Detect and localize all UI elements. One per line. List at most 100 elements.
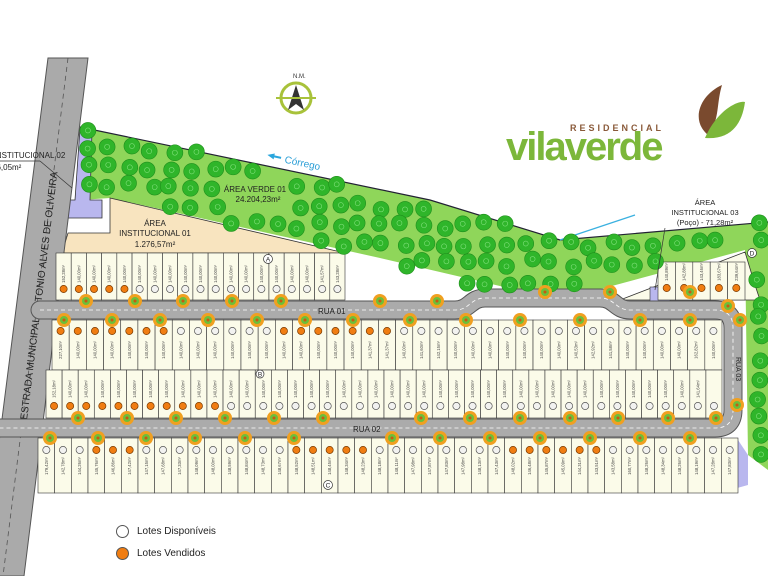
lot[interactable]: 148,11m² [387, 437, 405, 494]
lot[interactable]: 140,00m² [190, 369, 208, 419]
lot[interactable]: 148,84m² [237, 437, 255, 494]
lot[interactable]: 140,00m² [431, 369, 449, 419]
lot[interactable]: 147,28m² [704, 437, 722, 494]
lot[interactable]: 179,42m² [37, 437, 55, 494]
lot[interactable]: 148,59m² [221, 437, 239, 494]
lot[interactable]: 140,00m² [154, 319, 173, 371]
lot[interactable]: 141,64m² [689, 369, 707, 419]
lot[interactable]: 147,42m² [121, 437, 139, 494]
lot[interactable]: 140,00m² [292, 319, 310, 371]
lot[interactable]: 140,00m² [480, 369, 497, 419]
lot[interactable]: 147,98m² [404, 437, 422, 494]
lot[interactable]: 140,00m² [93, 369, 111, 419]
lot[interactable]: 140,00m² [532, 319, 551, 371]
lot[interactable] [705, 369, 723, 419]
lot[interactable]: 140,00m² [223, 252, 239, 301]
lot[interactable]: 140,00m² [625, 369, 642, 419]
lot[interactable]: 140,00m² [275, 319, 293, 371]
lot[interactable]: 148,34m² [654, 437, 672, 494]
lot[interactable]: 140,00m² [652, 319, 671, 371]
lot[interactable]: 148,51m² [304, 437, 322, 494]
lot[interactable]: 140,00m² [171, 319, 190, 371]
lot[interactable]: 140,00m² [303, 369, 320, 419]
lot[interactable]: 140,00m² [496, 369, 514, 419]
lot[interactable]: 140,00m² [351, 369, 369, 419]
lot[interactable]: 140,00m² [238, 369, 256, 419]
lot[interactable]: 143,28m² [329, 252, 346, 301]
lot[interactable]: 140,00m² [103, 319, 122, 371]
lot[interactable]: 140,00m² [448, 369, 465, 419]
lot[interactable]: 141,37m² [360, 319, 379, 371]
lot[interactable]: 140,00m² [673, 369, 691, 419]
lot[interactable]: 148,02m² [504, 437, 522, 494]
lot[interactable]: 140,00m² [192, 252, 209, 301]
lot[interactable]: 140,00m² [399, 369, 417, 419]
lot[interactable]: 148,67m² [271, 437, 289, 494]
lot[interactable]: 140,00m² [544, 369, 562, 419]
lot[interactable]: 227,10m² [51, 319, 70, 371]
lot[interactable]: 148,26m² [671, 437, 689, 494]
lot[interactable]: 152,28m² [55, 252, 72, 301]
lot[interactable]: 148,13m² [471, 437, 489, 494]
lot[interactable]: 140,00m² [283, 252, 300, 301]
lot[interactable]: 147,83m² [721, 437, 739, 494]
lot[interactable]: 140,00m² [415, 369, 433, 419]
lot[interactable]: 140,00m² [515, 319, 534, 371]
lot[interactable]: 148,19m² [687, 437, 705, 494]
lot[interactable]: 145,09m² [554, 437, 572, 494]
lot[interactable]: 140,53m² [567, 319, 585, 371]
lot[interactable]: 140,00m² [68, 319, 87, 371]
lot[interactable]: 144,31m² [571, 437, 589, 494]
lot[interactable]: 140,00m² [222, 369, 240, 419]
lot[interactable]: 140,00m² [101, 252, 118, 301]
lot[interactable]: 140,00m² [319, 369, 337, 419]
lot[interactable]: 140,00m² [512, 369, 530, 419]
lot[interactable]: 148,52m² [287, 437, 305, 494]
lot[interactable]: 162,82m² [687, 319, 706, 371]
lot[interactable]: 140,00m² [70, 252, 87, 301]
lot[interactable]: 141,37m² [378, 319, 396, 371]
lot[interactable]: 145,87m² [537, 437, 555, 494]
lot[interactable]: 140,00m² [704, 319, 723, 371]
lot[interactable]: 140,00m² [253, 252, 270, 301]
lot[interactable]: 140,00m² [670, 319, 688, 371]
lot[interactable]: 140,00m² [395, 319, 414, 371]
lot[interactable]: 140,00m² [335, 369, 353, 419]
lot[interactable]: 140,00m² [268, 252, 285, 301]
lot[interactable]: 140,00m² [343, 319, 362, 371]
lot[interactable]: 147,15m² [137, 437, 155, 494]
lot[interactable]: 144,26m² [71, 437, 89, 494]
lot[interactable]: 140,00m² [257, 319, 276, 371]
lot[interactable]: 147,87m² [421, 437, 439, 494]
lot[interactable]: 140,00m² [146, 252, 163, 301]
lot[interactable]: 148,45m² [321, 437, 339, 494]
lot[interactable]: 148,09m² [187, 437, 205, 494]
lot[interactable]: 142,15m² [429, 319, 448, 371]
lot[interactable]: 140,00m² [77, 369, 95, 419]
lot[interactable]: 140,00m² [592, 369, 610, 419]
lot[interactable]: 148,73m² [254, 437, 272, 494]
lot[interactable]: 146,86m² [104, 437, 122, 494]
lot[interactable]: 160,77m² [621, 437, 639, 494]
lot[interactable]: 140,00m² [383, 369, 401, 419]
lot[interactable]: 141,60m² [412, 319, 431, 371]
lot[interactable]: 140,00m² [576, 369, 594, 419]
lot[interactable]: 152,18m² [45, 369, 63, 419]
lot[interactable]: 141,57m² [314, 252, 331, 301]
lot[interactable]: 140,00m² [446, 319, 465, 371]
lot[interactable]: 140,00m² [309, 319, 328, 371]
lot[interactable]: 140,00m² [609, 369, 626, 419]
lot[interactable]: 140,00m² [189, 319, 207, 371]
lot[interactable]: 140,00m² [326, 319, 345, 371]
lot[interactable]: 142,78m² [54, 437, 72, 494]
lot[interactable]: 140,00m² [142, 369, 159, 419]
lot[interactable]: 140,00m² [86, 319, 104, 371]
lot[interactable]: 140,00m² [116, 252, 133, 301]
lot[interactable]: 140,00m² [61, 369, 79, 419]
lot[interactable]: 140,00m² [174, 369, 192, 419]
lot[interactable]: 145,76m² [87, 437, 105, 494]
lot[interactable]: 140,00m² [137, 319, 156, 371]
lot[interactable]: 140,00m² [86, 252, 102, 301]
lot[interactable]: 140,00m² [299, 252, 315, 301]
lot[interactable]: 141,58m² [601, 319, 620, 371]
